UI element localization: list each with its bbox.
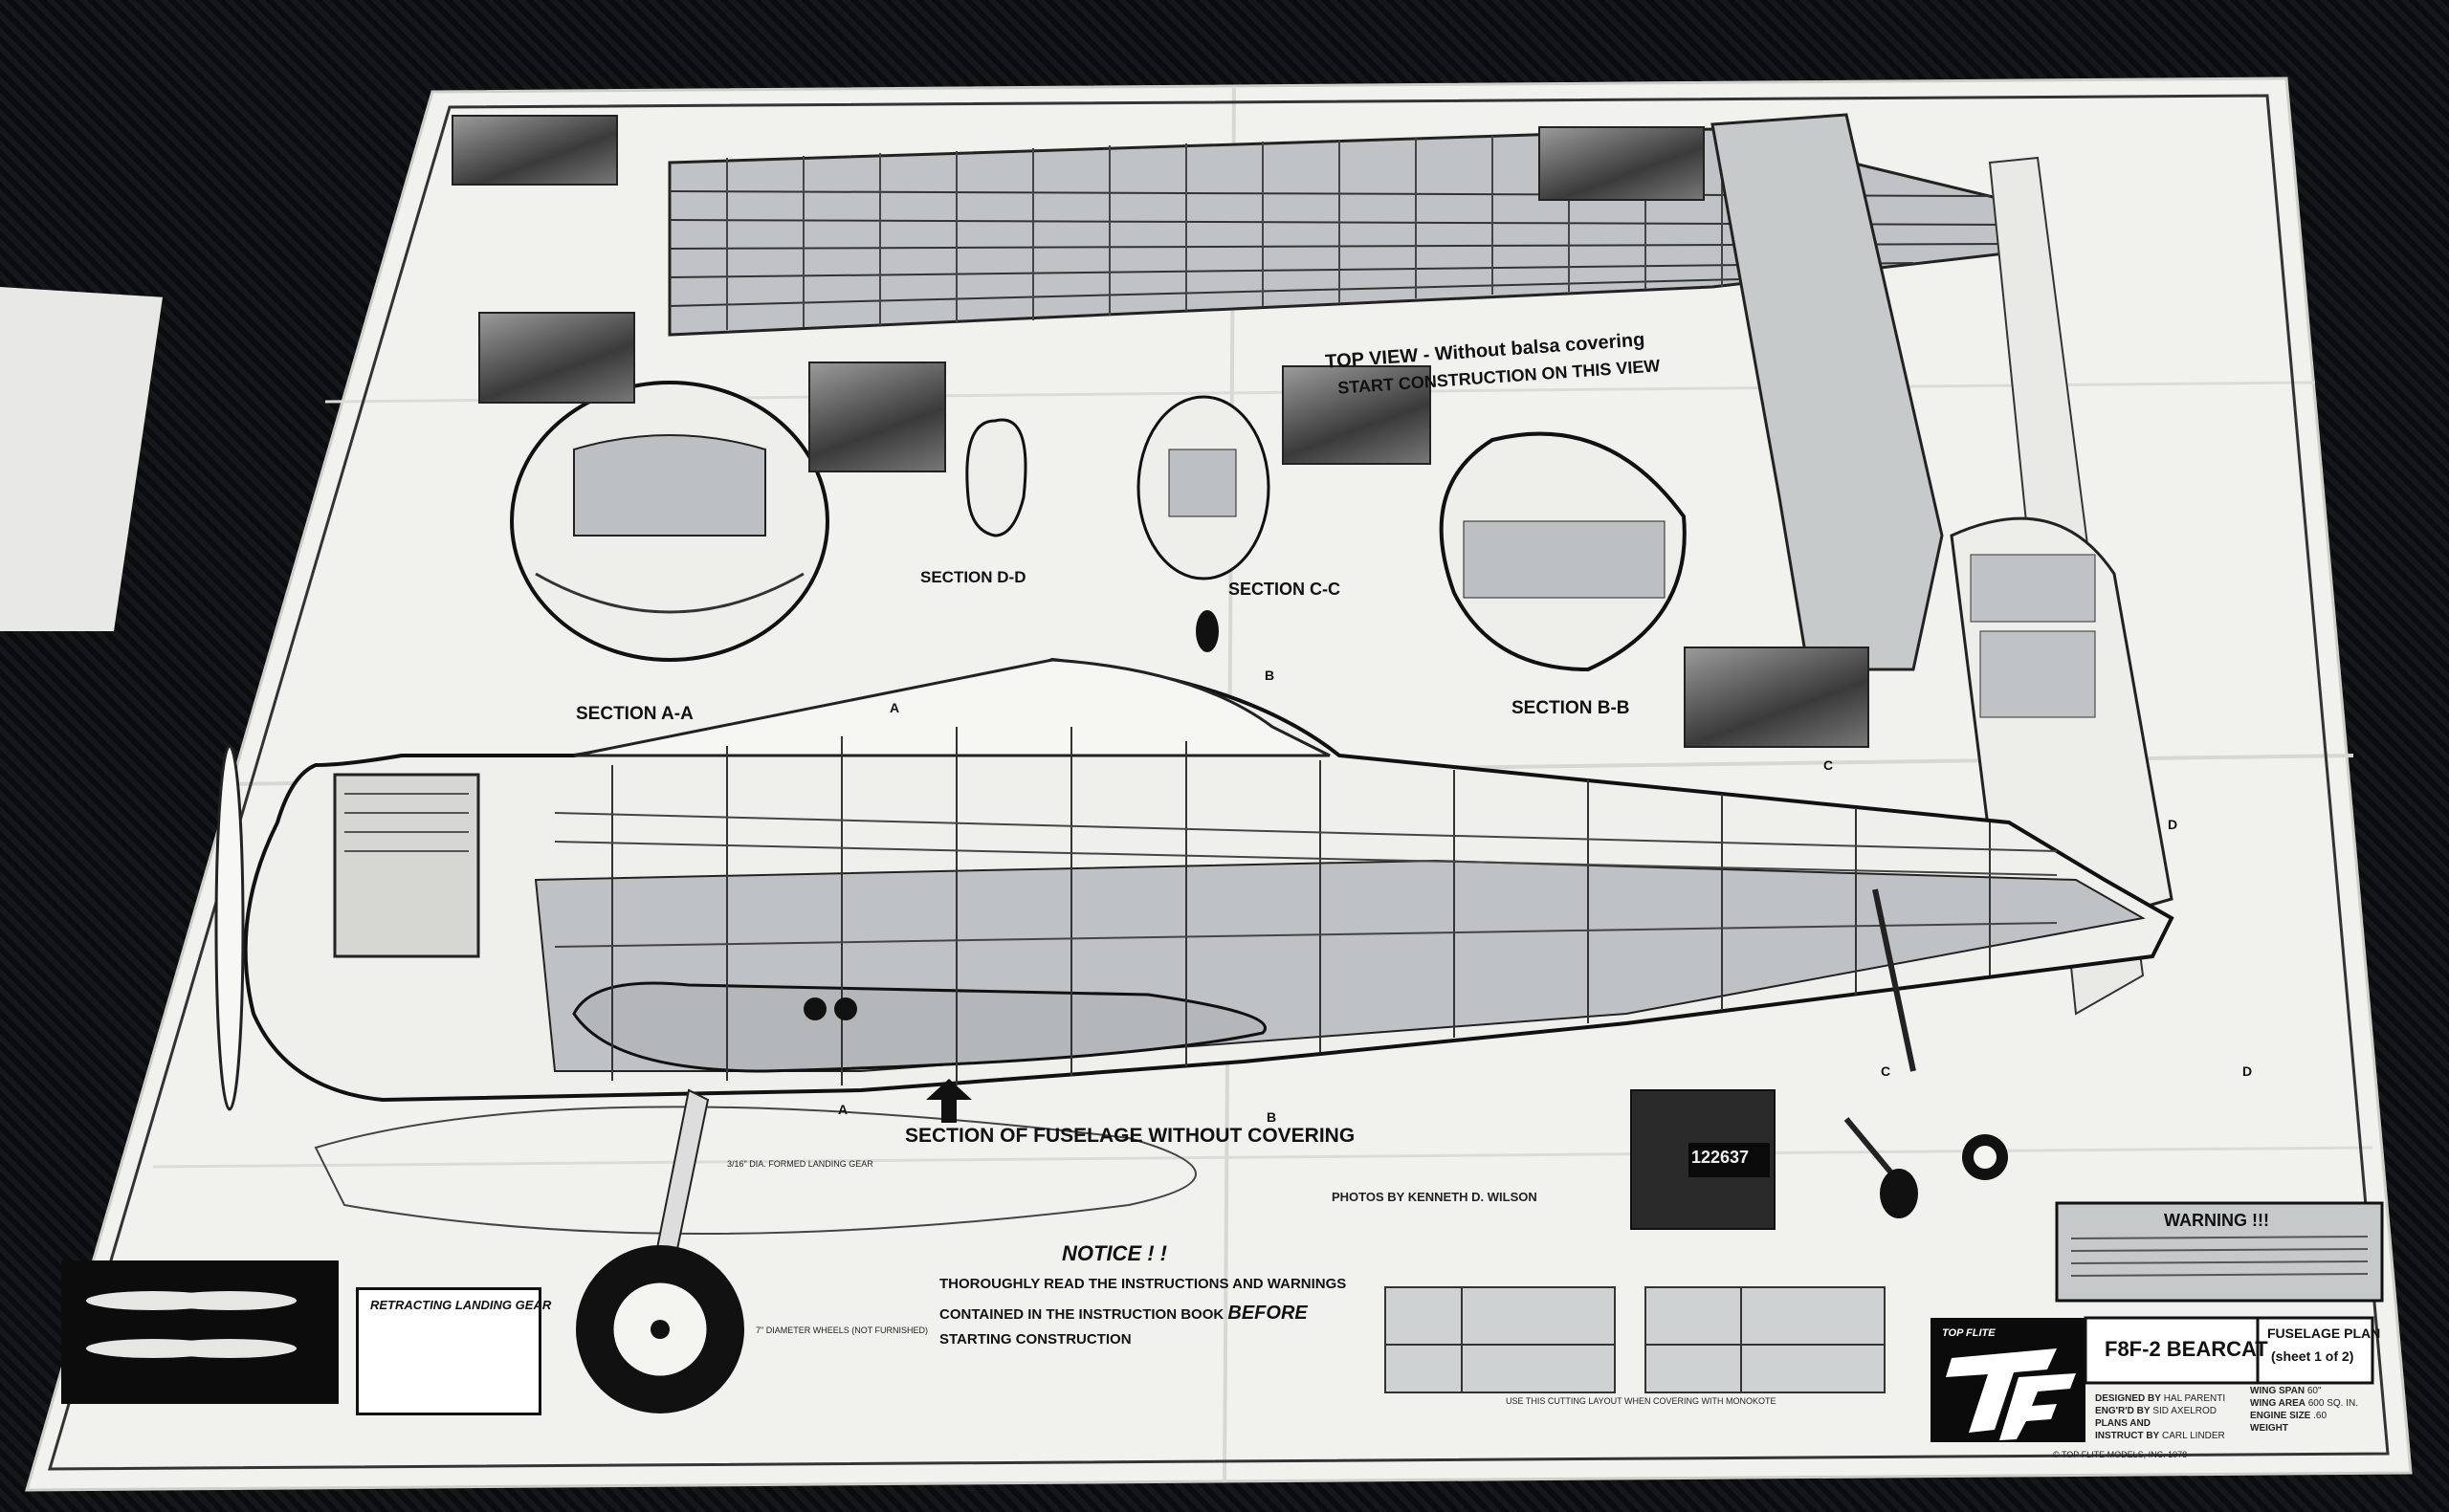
spec-row: WING AREA 600 SQ. IN. — [2250, 1398, 2358, 1409]
notice-title: NOTICE ! ! — [1062, 1241, 1167, 1265]
photo-gear-bay — [1684, 646, 1869, 748]
marker-c-top: C — [1823, 757, 1834, 773]
credits-list: DESIGNED BY HAL PARENTI ENG'R'D BY SID A… — [2095, 1392, 2239, 1442]
section-aa-label: SECTION A-A — [576, 704, 694, 724]
credit-row: DESIGNED BY HAL PARENTI — [2095, 1393, 2226, 1404]
marker-d-bottom: D — [2242, 1063, 2253, 1079]
credit-row: ENG'R'D BY SID AXELROD — [2095, 1406, 2217, 1416]
section-cc-label: SECTION C-C — [1228, 580, 1340, 599]
specs-list: WING SPAN 60" WING AREA 600 SQ. IN. ENGI… — [2250, 1385, 2374, 1435]
main-wheel — [576, 1245, 744, 1413]
marker-d-top: D — [2168, 817, 2178, 832]
section-cc-drawing — [1136, 395, 1270, 652]
notice-line-2-text: CONTAINED IN THE INSTRUCTION BOOK — [939, 1306, 1224, 1323]
sheet-subtitle: (sheet 1 of 2) — [2271, 1348, 2354, 1364]
model-name: F8F-2 BEARCAT — [2105, 1337, 2268, 1361]
rudder-side-view — [1950, 516, 2173, 920]
cutting-layout-note: USE THIS CUTTING LAYOUT WHEN COVERING WI… — [1506, 1396, 1776, 1406]
photos-credit: PHOTOS BY KENNETH D. WILSON — [1332, 1190, 1537, 1204]
marker-c-bottom: C — [1881, 1063, 1891, 1079]
photo-instrument-panel — [1282, 365, 1431, 465]
notice-line-3: STARTING CONSTRUCTION — [939, 1331, 1132, 1348]
sheet-title: FUSELAGE PLAN — [2267, 1326, 2381, 1341]
section-dd-label: SECTION D-D — [920, 568, 1026, 586]
wheel-note: 7" DIAMETER WHEELS (NOT FURNISHED) — [756, 1326, 929, 1335]
marker-a-bottom: A — [838, 1102, 849, 1117]
side-view-fuselage — [214, 657, 2174, 1111]
credit-row: PLANS AND — [2095, 1418, 2151, 1429]
marker-b-top: B — [1265, 668, 1275, 683]
retract-gear-box: RETRACTING LANDING GEAR — [356, 1287, 551, 1415]
spec-row: WING SPAN 60" — [2250, 1386, 2322, 1396]
tail-number: 122637 — [1691, 1148, 1750, 1167]
marker-b-bottom: B — [1267, 1109, 1277, 1125]
cutting-layout-right — [1644, 1286, 1886, 1393]
notice-line-2: CONTAINED IN THE INSTRUCTION BOOK BEFORE — [939, 1303, 1308, 1325]
copyright: © TOP FLITE MODELS, INC. 1978 — [2053, 1450, 2188, 1459]
notice-line-1: THOROUGHLY READ THE INSTRUCTIONS AND WAR… — [939, 1276, 1347, 1292]
spec-row: WEIGHT — [2250, 1423, 2288, 1434]
photo-aircraft-top-right — [1538, 126, 1705, 201]
photo-aircraft-top-left — [452, 115, 618, 186]
landing-gear-note: 3/16" DIA. FORMED LANDING GEAR — [727, 1159, 873, 1169]
retract-gear-title: RETRACTING LANDING GEAR — [370, 1298, 552, 1312]
notice-before: BEFORE — [1227, 1303, 1308, 1324]
section-bb-drawing — [1439, 431, 1687, 672]
photo-aircraft-ground — [478, 312, 635, 404]
marker-a-top: A — [890, 700, 900, 715]
section-aa-drawing — [510, 381, 829, 662]
cutting-layout-left — [1384, 1286, 1616, 1393]
section-bb-label: SECTION B-B — [1511, 698, 1630, 718]
credit-row: INSTRUCT BY CARL LINDER — [2095, 1431, 2225, 1441]
fuselage-section-label: SECTION OF FUSELAGE WITHOUT COVERING — [905, 1125, 1356, 1147]
spec-row: ENGINE SIZE .60 — [2250, 1411, 2328, 1421]
section-dd-drawing — [965, 418, 1027, 537]
warning-title: WARNING !!! — [2164, 1211, 2269, 1230]
photo-cockpit-seat — [808, 362, 946, 472]
brand-top-flite: TOP FLITE — [1942, 1327, 1996, 1339]
